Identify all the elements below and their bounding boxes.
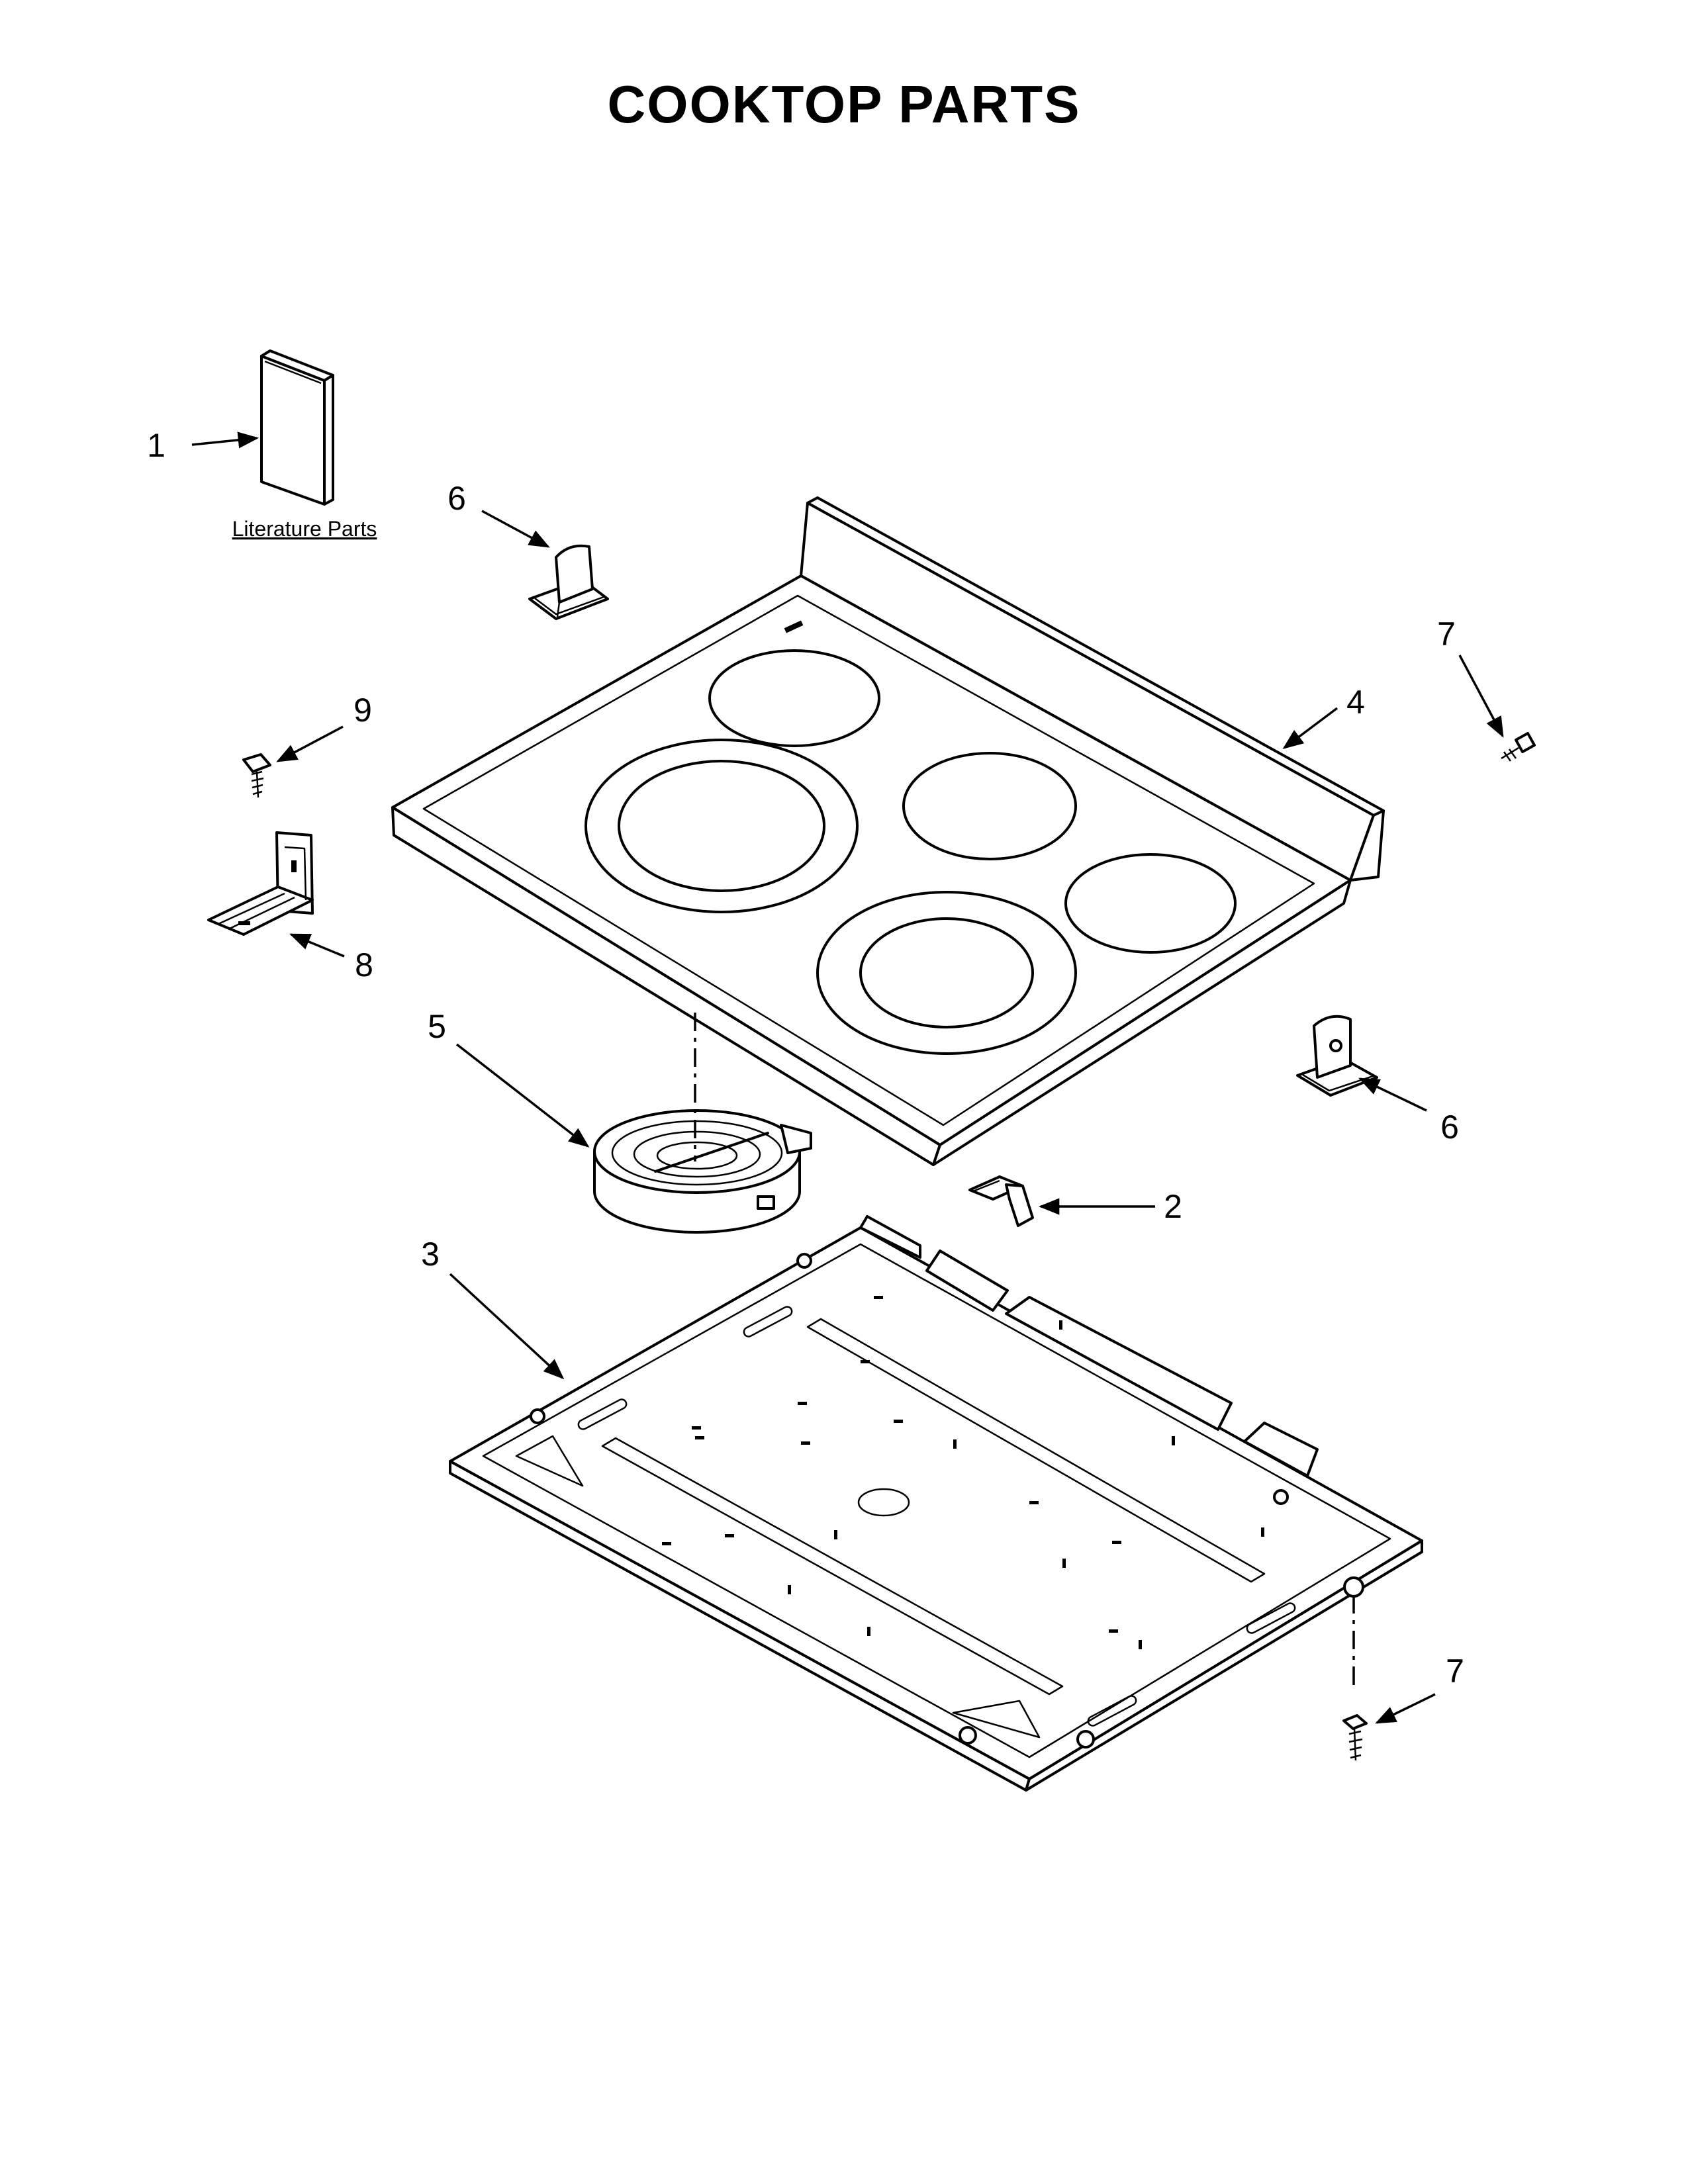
callout-9: 9 xyxy=(353,692,372,729)
screw-icon[interactable] xyxy=(1342,1714,1368,1761)
radiant-surface-element-icon[interactable] xyxy=(593,1109,812,1234)
callout-5: 5 xyxy=(428,1008,446,1045)
clip-icon[interactable] xyxy=(968,1175,1034,1227)
callout-7-top: 7 xyxy=(1437,615,1456,653)
literature-parts-label[interactable]: Literature Parts xyxy=(232,517,377,541)
callout-3: 3 xyxy=(421,1236,440,1273)
screw-icon[interactable] xyxy=(1501,732,1536,762)
mounting-bracket-icon[interactable] xyxy=(207,831,314,936)
glass-cooktop-icon[interactable] xyxy=(391,496,1385,1166)
callout-7-bottom: 7 xyxy=(1446,1653,1464,1690)
page-title: COOKTOP PARTS xyxy=(608,75,1081,134)
callout-8: 8 xyxy=(355,946,373,983)
callout-4: 4 xyxy=(1346,684,1365,721)
callout-2: 2 xyxy=(1164,1188,1182,1225)
literature-booklet-icon[interactable] xyxy=(260,349,334,506)
callout-1: 1 xyxy=(147,427,165,464)
bracket-icon[interactable] xyxy=(528,544,609,620)
screw-icon[interactable] xyxy=(242,753,271,798)
bracket-icon[interactable] xyxy=(1296,1015,1378,1097)
callout-6-right: 6 xyxy=(1440,1109,1459,1146)
cooktop-support-pan-icon[interactable] xyxy=(449,1215,1423,1792)
callout-6-top: 6 xyxy=(447,480,466,517)
